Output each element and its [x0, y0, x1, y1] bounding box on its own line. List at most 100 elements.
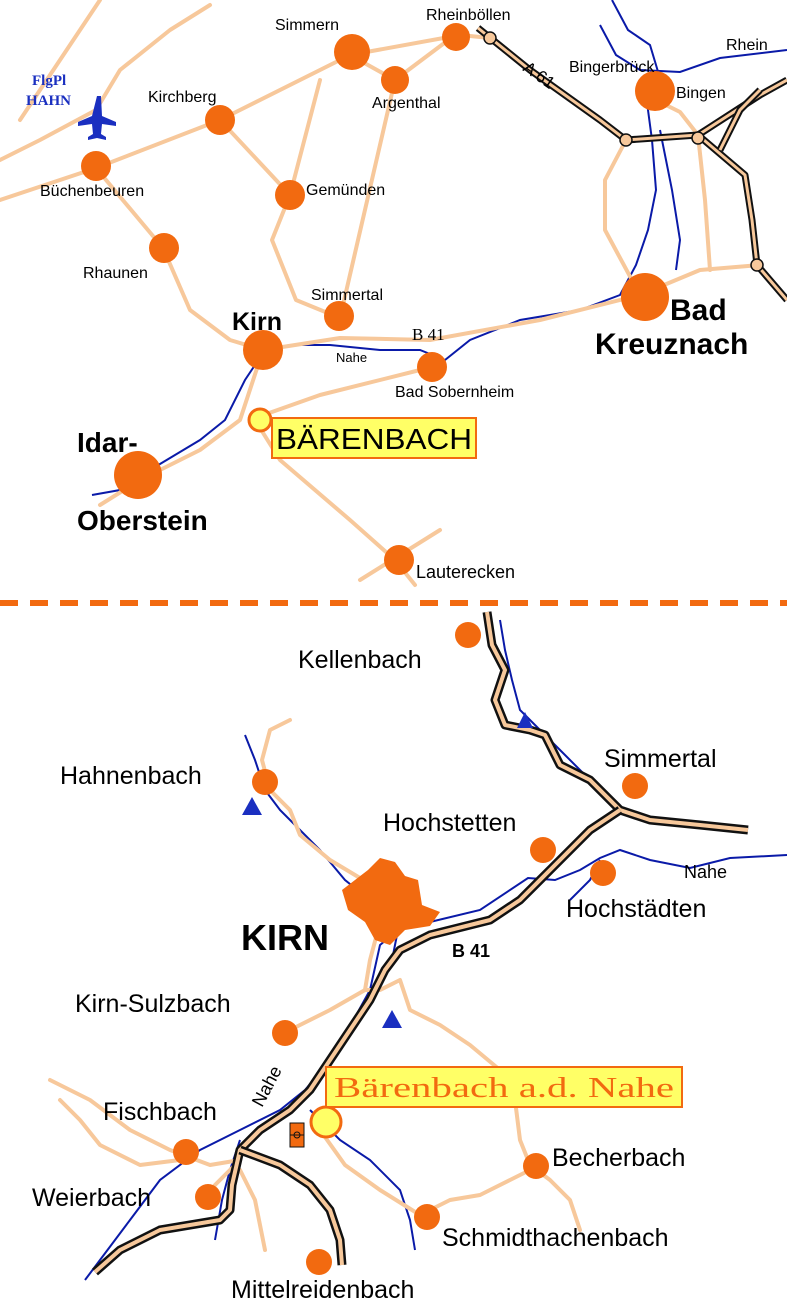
town-dot-simmern — [334, 34, 370, 70]
barenbach-marker-icon — [247, 407, 273, 433]
bottom-rivers — [84, 619, 787, 1281]
town-dot-weierbach — [195, 1184, 221, 1210]
label-idar: Idar- — [77, 427, 138, 458]
highlight-barenbach-top: BÄRENBACH — [271, 417, 477, 459]
town-dot-kirn-sulzbach — [272, 1020, 298, 1046]
road-13 — [696, 133, 712, 272]
label-hochstaedten: Hochstädten — [566, 895, 706, 923]
sports-field-icon — [289, 1122, 305, 1148]
label-mittelreidenbach: Mittelreidenbach — [231, 1276, 414, 1304]
town-dot-bingen — [635, 71, 675, 111]
town-dot-gemuenden — [275, 180, 305, 210]
town-dot-buechenbeuren — [81, 151, 111, 181]
label-rhein: Rhein — [726, 37, 768, 54]
town-dot-kellenbach — [455, 622, 481, 648]
town-dot-rhaunen — [149, 233, 179, 263]
town-dot-idar-oberstein — [114, 451, 162, 499]
road-5 — [288, 78, 322, 197]
road-7 — [0, 3, 212, 162]
town-dot-hochstaedten — [590, 860, 616, 886]
label-rheinboellen: Rheinböllen — [426, 7, 511, 24]
label-nahe-bottom-1: Nahe — [684, 862, 727, 882]
town-dot-simmertal — [324, 301, 354, 331]
river-trib-2 — [659, 129, 682, 271]
road-mittel — [238, 1168, 267, 1252]
town-dot-fischbach — [173, 1139, 199, 1165]
junction-icon — [483, 31, 497, 45]
highlight-barenbach-bottom: Bärenbach a.d. Nahe — [325, 1066, 683, 1108]
bottom-roads — [48, 718, 582, 1252]
bottom-town-dots — [173, 622, 648, 1275]
label-simmertal: Simmertal — [311, 287, 383, 304]
town-dot-schmidthachenbach — [414, 1204, 440, 1230]
airplane-icon — [78, 96, 116, 140]
label-fischbach: Fischbach — [103, 1098, 217, 1126]
town-dot-becherbach — [523, 1153, 549, 1179]
top-rivers — [91, 0, 787, 496]
autobahn-a61 — [475, 25, 787, 303]
town-dot-mittelreidenbach — [306, 1249, 332, 1275]
road-schmidthachenbach — [318, 1128, 542, 1217]
town-dot-argenthal — [381, 66, 409, 94]
label-rhaunen: Rhaunen — [83, 265, 148, 282]
kirn-town-area — [342, 858, 440, 945]
label-barenbach-top: BÄRENBACH — [276, 424, 472, 456]
top-town-dots — [81, 23, 675, 575]
airport-label-line2: HAHN — [26, 93, 71, 109]
label-hahnenbach: Hahnenbach — [60, 762, 202, 790]
camping-icon — [242, 797, 262, 815]
label-weierbach: Weierbach — [32, 1184, 151, 1212]
road-15 — [253, 368, 422, 420]
road-8 — [18, 0, 102, 122]
town-dot-rheinboellen — [442, 23, 470, 51]
road-12 — [603, 138, 762, 297]
label-kirchberg: Kirchberg — [148, 89, 216, 106]
town-dot-simmertal-bottom — [622, 773, 648, 799]
label-simmern: Simmern — [275, 17, 339, 34]
label-barenbach-bottom: Bärenbach a.d. Nahe — [334, 1073, 674, 1104]
label-oberstein: Oberstein — [77, 505, 208, 536]
town-dot-bad-sobernheim — [417, 352, 447, 382]
river-trib-1 — [611, 0, 666, 96]
junction-icon — [691, 131, 705, 145]
town-dot-hochstetten — [530, 837, 556, 863]
label-b41-top: B 41 — [412, 325, 445, 344]
main-road-b41 — [92, 611, 749, 1276]
town-dot-kirn — [243, 330, 283, 370]
road-hahnenbach — [260, 718, 582, 1232]
camping-icon — [382, 1010, 402, 1028]
road-3 — [218, 118, 342, 320]
label-lauterecken: Lauterecken — [416, 562, 515, 582]
label-bingen: Bingen — [676, 85, 726, 102]
label-bingerbrueck: Bingerbrück — [569, 59, 655, 76]
label-bad-kreuznach-1: Bad — [670, 294, 727, 327]
river-rhein — [599, 24, 787, 74]
town-dot-hahnenbach — [252, 769, 278, 795]
label-simmertal-bottom: Simmertal — [604, 745, 717, 773]
label-kirn-sulzbach: Kirn-Sulzbach — [75, 990, 231, 1018]
label-bad-sobernheim: Bad Sobernheim — [395, 384, 514, 401]
road-1 — [0, 33, 492, 202]
bottom-detail-map: Kellenbach Hahnenbach Simmertal Hochstet… — [32, 611, 787, 1304]
road-weierbach — [58, 1098, 182, 1167]
camping-icons — [242, 712, 533, 1028]
label-kirn: Kirn — [232, 308, 282, 336]
label-hochstetten: Hochstetten — [383, 809, 516, 837]
river-kellenbach — [499, 619, 621, 806]
label-kirn-bottom: KIRN — [241, 917, 329, 958]
junction-icon — [750, 258, 764, 272]
label-gemuenden: Gemünden — [306, 182, 385, 199]
town-dot-lauterecken — [384, 545, 414, 575]
label-buechenbeuren: Büchenbeuren — [40, 183, 144, 200]
road-fischbach — [48, 1078, 242, 1167]
label-nahe-bottom-2: Nahe — [248, 1062, 286, 1109]
river-nahe-upper — [91, 94, 658, 496]
barenbach-marker-icon — [309, 1105, 343, 1139]
town-dot-bad-kreuznach — [621, 273, 669, 321]
label-nahe-top: Nahe — [336, 350, 367, 365]
label-argenthal: Argenthal — [372, 95, 441, 112]
label-schmidthachenbach: Schmidthachenbach — [442, 1224, 669, 1252]
road-kirn-sulzbach — [288, 988, 367, 1032]
junction-icon — [619, 133, 633, 147]
